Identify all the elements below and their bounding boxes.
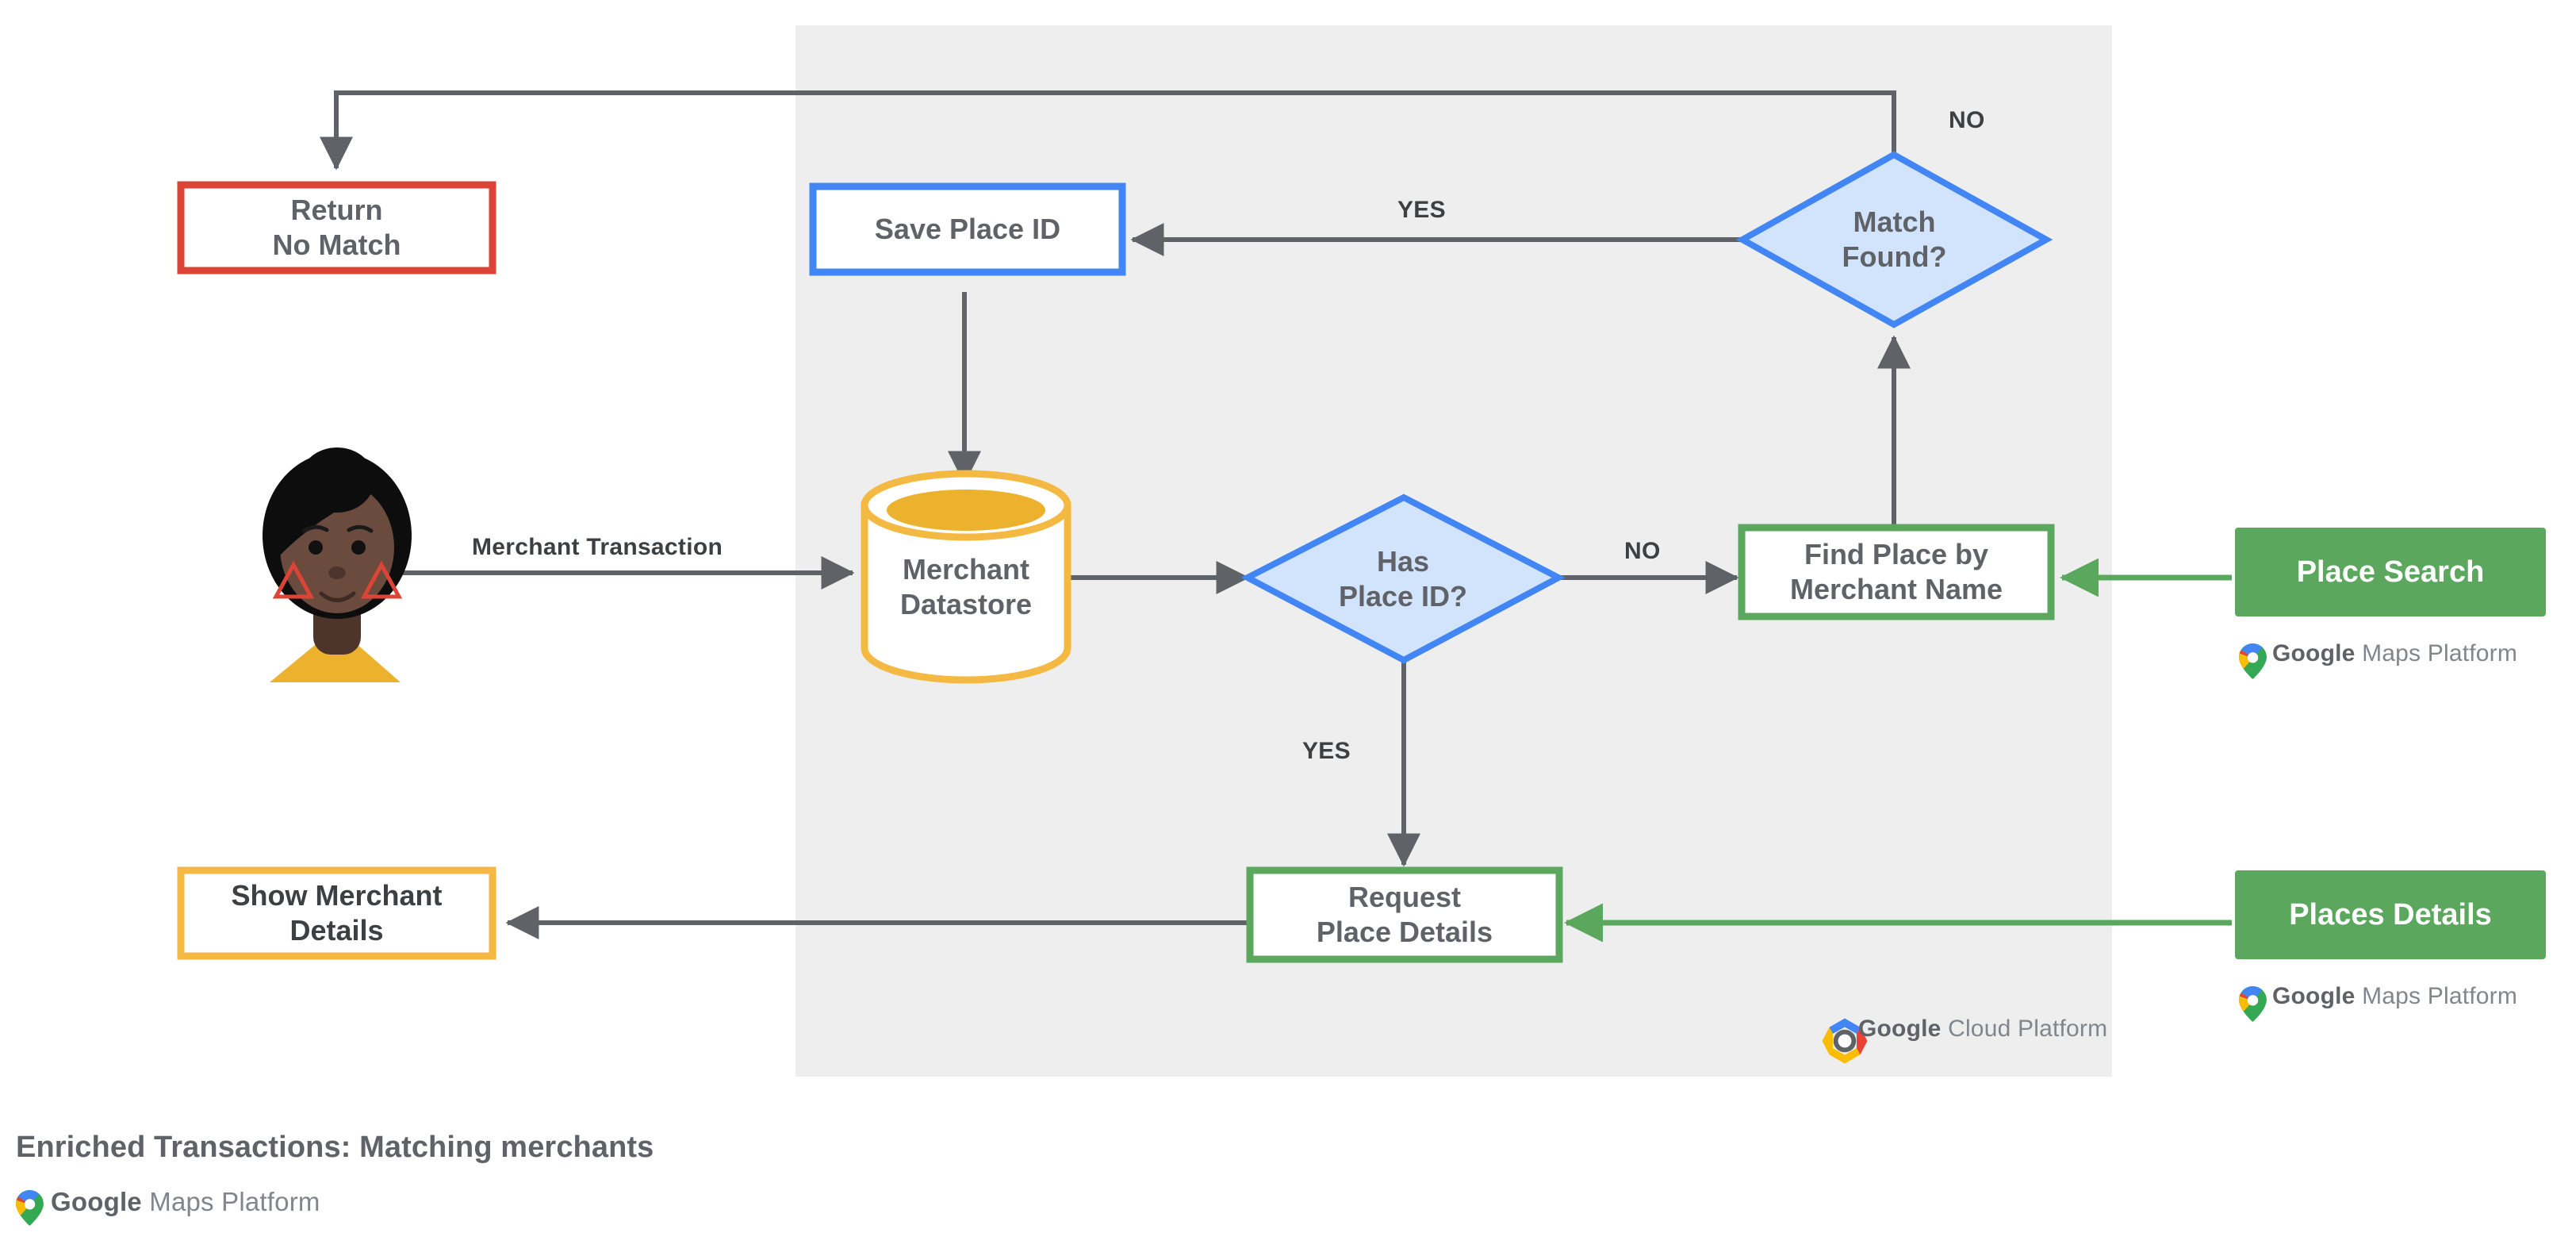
gcp-product: Cloud Platform: [1948, 1016, 2108, 1042]
gcp-logo-text: Google Cloud Platform: [1858, 1016, 2107, 1043]
edge-label-has-place-id-yes: YES: [1302, 738, 1351, 764]
node-find-place-by-merchant-name[interactable]: [1738, 524, 2055, 620]
diagram-caption-title: Enriched Transactions: Matching merchant…: [16, 1131, 654, 1164]
gmp-logo-text: Google Maps Platform: [2272, 983, 2517, 1010]
gmp-logo-places-details: Google Maps Platform: [2272, 983, 2517, 1010]
gmp-brand: Google: [2272, 640, 2356, 666]
gcp-brand: Google: [1858, 1016, 1942, 1042]
gmp-brand: Google: [51, 1187, 142, 1216]
gcp-hex-icon: [1822, 1018, 1868, 1064]
gmp-logo-text: Google Maps Platform: [2272, 640, 2517, 667]
edge-match-found-no-to-return-no-match: [320, 90, 1896, 171]
gmp-brand: Google: [2272, 983, 2356, 1009]
merchant-person-avatar: [263, 447, 412, 682]
node-places-details[interactable]: [2235, 870, 2546, 959]
gmp-product: Maps Platform: [2362, 983, 2518, 1009]
node-merchant-datastore[interactable]: [861, 470, 1071, 684]
edge-label-has-place-id-no: NO: [1624, 538, 1661, 564]
gmp-product: Maps Platform: [149, 1187, 320, 1216]
node-show-merchant-details[interactable]: [177, 866, 496, 960]
node-place-search[interactable]: [2235, 528, 2546, 616]
gcp-logo-panel: Google Cloud Platform: [1858, 1016, 2107, 1043]
gmp-logo-text: Google Maps Platform: [51, 1187, 320, 1217]
node-return-no-match[interactable]: [177, 181, 496, 275]
node-request-place-details[interactable]: [1246, 866, 1563, 963]
node-has-place-id[interactable]: [1240, 494, 1566, 664]
edge-label-match-found-yes: YES: [1397, 197, 1446, 223]
gmp-product: Maps Platform: [2362, 640, 2518, 666]
node-save-place-id[interactable]: [809, 182, 1126, 276]
gmp-pin-icon-place-search: [2239, 643, 2267, 679]
gmp-pin-icon-caption: [16, 1190, 44, 1226]
edge-label-merchant-transaction: Merchant Transaction: [472, 534, 723, 560]
gmp-logo-caption: Google Maps Platform: [51, 1187, 320, 1217]
gmp-pin-icon-places-details: [2239, 986, 2267, 1022]
node-match-found[interactable]: [1735, 151, 2053, 328]
edge-label-match-found-no: NO: [1949, 107, 1985, 133]
gmp-logo-place-search: Google Maps Platform: [2272, 640, 2517, 667]
